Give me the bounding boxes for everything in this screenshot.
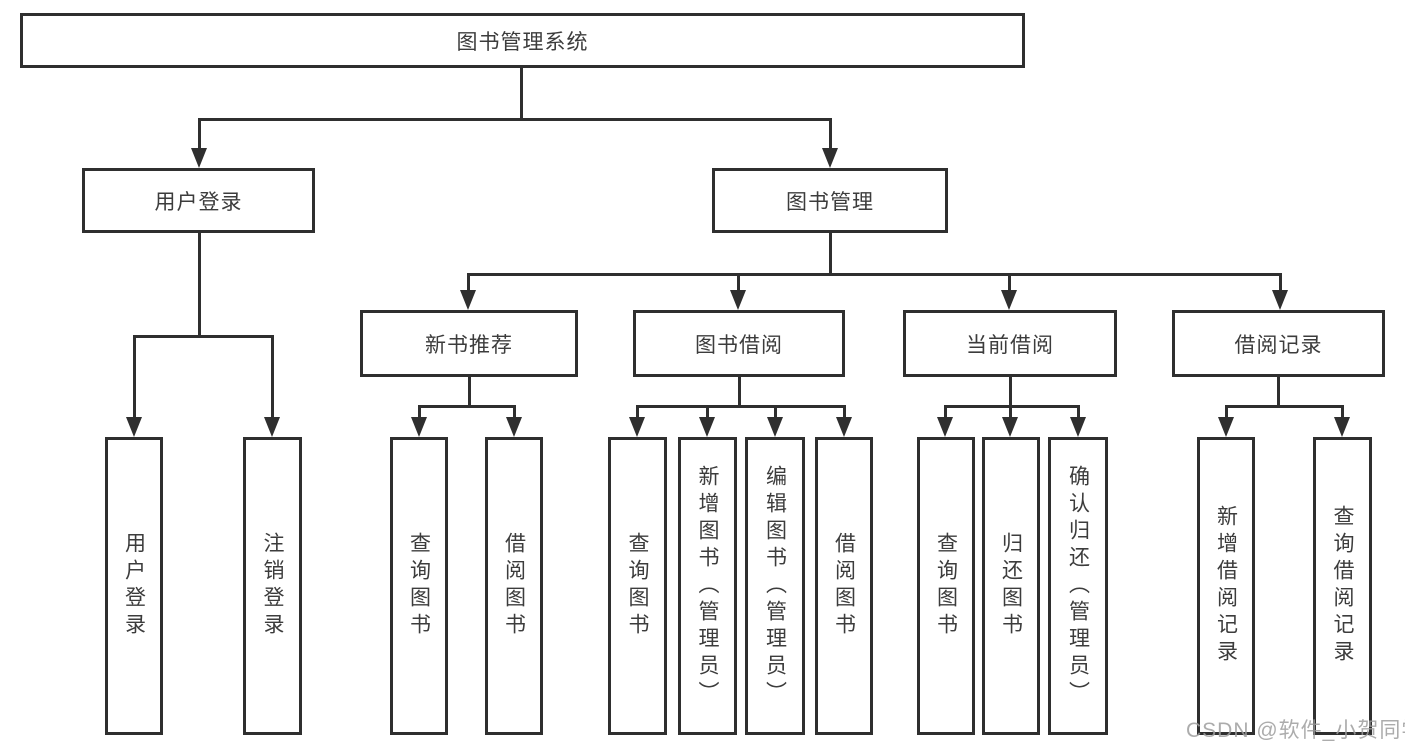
- arrowhead-icon: [1070, 417, 1086, 437]
- connector-line: [132, 335, 136, 419]
- node-borrowing-records: 借阅记录: [1172, 310, 1385, 377]
- connector-line: [417, 405, 516, 408]
- connector-line: [132, 335, 274, 338]
- arrowhead-icon: [767, 417, 783, 437]
- arrowhead-icon: [1334, 417, 1350, 437]
- connector-line: [1076, 405, 1080, 419]
- arrowhead-icon: [411, 417, 427, 437]
- arrowhead-icon: [264, 417, 280, 437]
- node-label: 图书借阅: [695, 333, 783, 357]
- connector-line: [943, 405, 947, 419]
- arrowhead-icon: [126, 417, 142, 437]
- connector-line: [1008, 405, 1012, 419]
- node-leaf-query-book-2: 查询图书: [608, 437, 667, 735]
- arrowhead-icon: [822, 148, 838, 168]
- node-label: 新增借阅记录: [1214, 505, 1238, 667]
- arrowhead-icon: [937, 417, 953, 437]
- watermark: CSDN @软件_小贺同学: [1186, 719, 1405, 742]
- node-leaf-edit-book-admin: 编辑图书（管理员）: [745, 437, 805, 735]
- node-leaf-return-book: 归还图书: [982, 437, 1040, 735]
- node-leaf-query-book-1: 查询图书: [390, 437, 448, 735]
- connector-line: [197, 118, 832, 121]
- node-leaf-add-book-admin: 新增图书（管理员）: [678, 437, 737, 735]
- arrowhead-icon: [1002, 417, 1018, 437]
- connector-line: [1278, 273, 1282, 292]
- node-leaf-query-book-3: 查询图书: [917, 437, 975, 735]
- arrowhead-icon: [1272, 290, 1288, 310]
- node-label: 新书推荐: [425, 333, 513, 357]
- connector-line: [1224, 405, 1344, 408]
- node-label: 注销登录: [261, 532, 284, 640]
- arrowhead-icon: [699, 417, 715, 437]
- node-leaf-logout: 注销登录: [243, 437, 302, 735]
- node-label: 借阅图书: [502, 532, 526, 640]
- node-label: 新增图书（管理员）: [696, 464, 719, 708]
- node-leaf-confirm-return-admin: 确认归还（管理员）: [1048, 437, 1108, 735]
- connector-line: [943, 405, 1080, 408]
- connector-line: [1008, 377, 1012, 408]
- connector-line: [1340, 405, 1344, 419]
- node-label: 图书管理: [786, 190, 874, 214]
- node-label: 归还图书: [999, 532, 1023, 640]
- node-label: 用户登录: [122, 532, 146, 640]
- connector-line: [466, 273, 1282, 276]
- connector-line: [828, 118, 832, 150]
- arrowhead-icon: [1218, 417, 1234, 437]
- arrowhead-icon: [1001, 290, 1017, 310]
- connector-line: [512, 405, 516, 419]
- node-label: 查询图书: [407, 532, 431, 640]
- connector-line: [1224, 405, 1228, 419]
- node-new-book-recommend: 新书推荐: [360, 310, 578, 377]
- node-leaf-borrow-book-1: 借阅图书: [485, 437, 543, 735]
- arrowhead-icon: [836, 417, 852, 437]
- connector-line: [737, 377, 741, 408]
- node-label: 查询图书: [626, 532, 649, 640]
- node-current-borrowing: 当前借阅: [903, 310, 1117, 377]
- arrowhead-icon: [730, 290, 746, 310]
- node-label: 查询图书: [934, 532, 958, 640]
- connector-line: [467, 377, 471, 408]
- node-book-borrowing: 图书借阅: [633, 310, 845, 377]
- connector-line: [417, 405, 421, 419]
- connector-line: [705, 405, 709, 419]
- connector-line: [1276, 377, 1280, 408]
- node-book-management-system: 图书管理系统: [20, 13, 1025, 68]
- node-leaf-query-borrow-record: 查询借阅记录: [1313, 437, 1372, 735]
- connector-line: [635, 405, 846, 408]
- node-label: 图书管理系统: [456, 30, 589, 54]
- node-label: 借阅记录: [1234, 333, 1323, 357]
- connector-line: [197, 118, 201, 150]
- node-user-login: 用户登录: [82, 168, 315, 233]
- node-label: 用户登录: [154, 190, 243, 214]
- arrowhead-icon: [506, 417, 522, 437]
- arrowhead-icon: [191, 148, 207, 168]
- connector-line: [270, 335, 274, 419]
- connector-line: [519, 68, 523, 121]
- node-label: 借阅图书: [832, 532, 856, 640]
- connector-line: [773, 405, 777, 419]
- node-label: 查询借阅记录: [1331, 505, 1354, 667]
- node-label: 确认归还（管理员）: [1066, 464, 1090, 708]
- node-label: 编辑图书（管理员）: [763, 464, 787, 708]
- connector-line: [197, 233, 201, 338]
- connector-line: [736, 273, 740, 292]
- arrowhead-icon: [629, 417, 645, 437]
- connector-line: [635, 405, 639, 419]
- arrowhead-icon: [460, 290, 476, 310]
- node-leaf-borrow-book-2: 借阅图书: [815, 437, 873, 735]
- connector-line: [466, 273, 470, 292]
- connector-line: [842, 405, 846, 419]
- connector-line: [1007, 273, 1011, 292]
- node-leaf-user-login: 用户登录: [105, 437, 163, 735]
- node-leaf-add-borrow-record: 新增借阅记录: [1197, 437, 1255, 735]
- connector-line: [828, 233, 832, 276]
- node-book-management: 图书管理: [712, 168, 948, 233]
- node-label: 当前借阅: [966, 333, 1054, 357]
